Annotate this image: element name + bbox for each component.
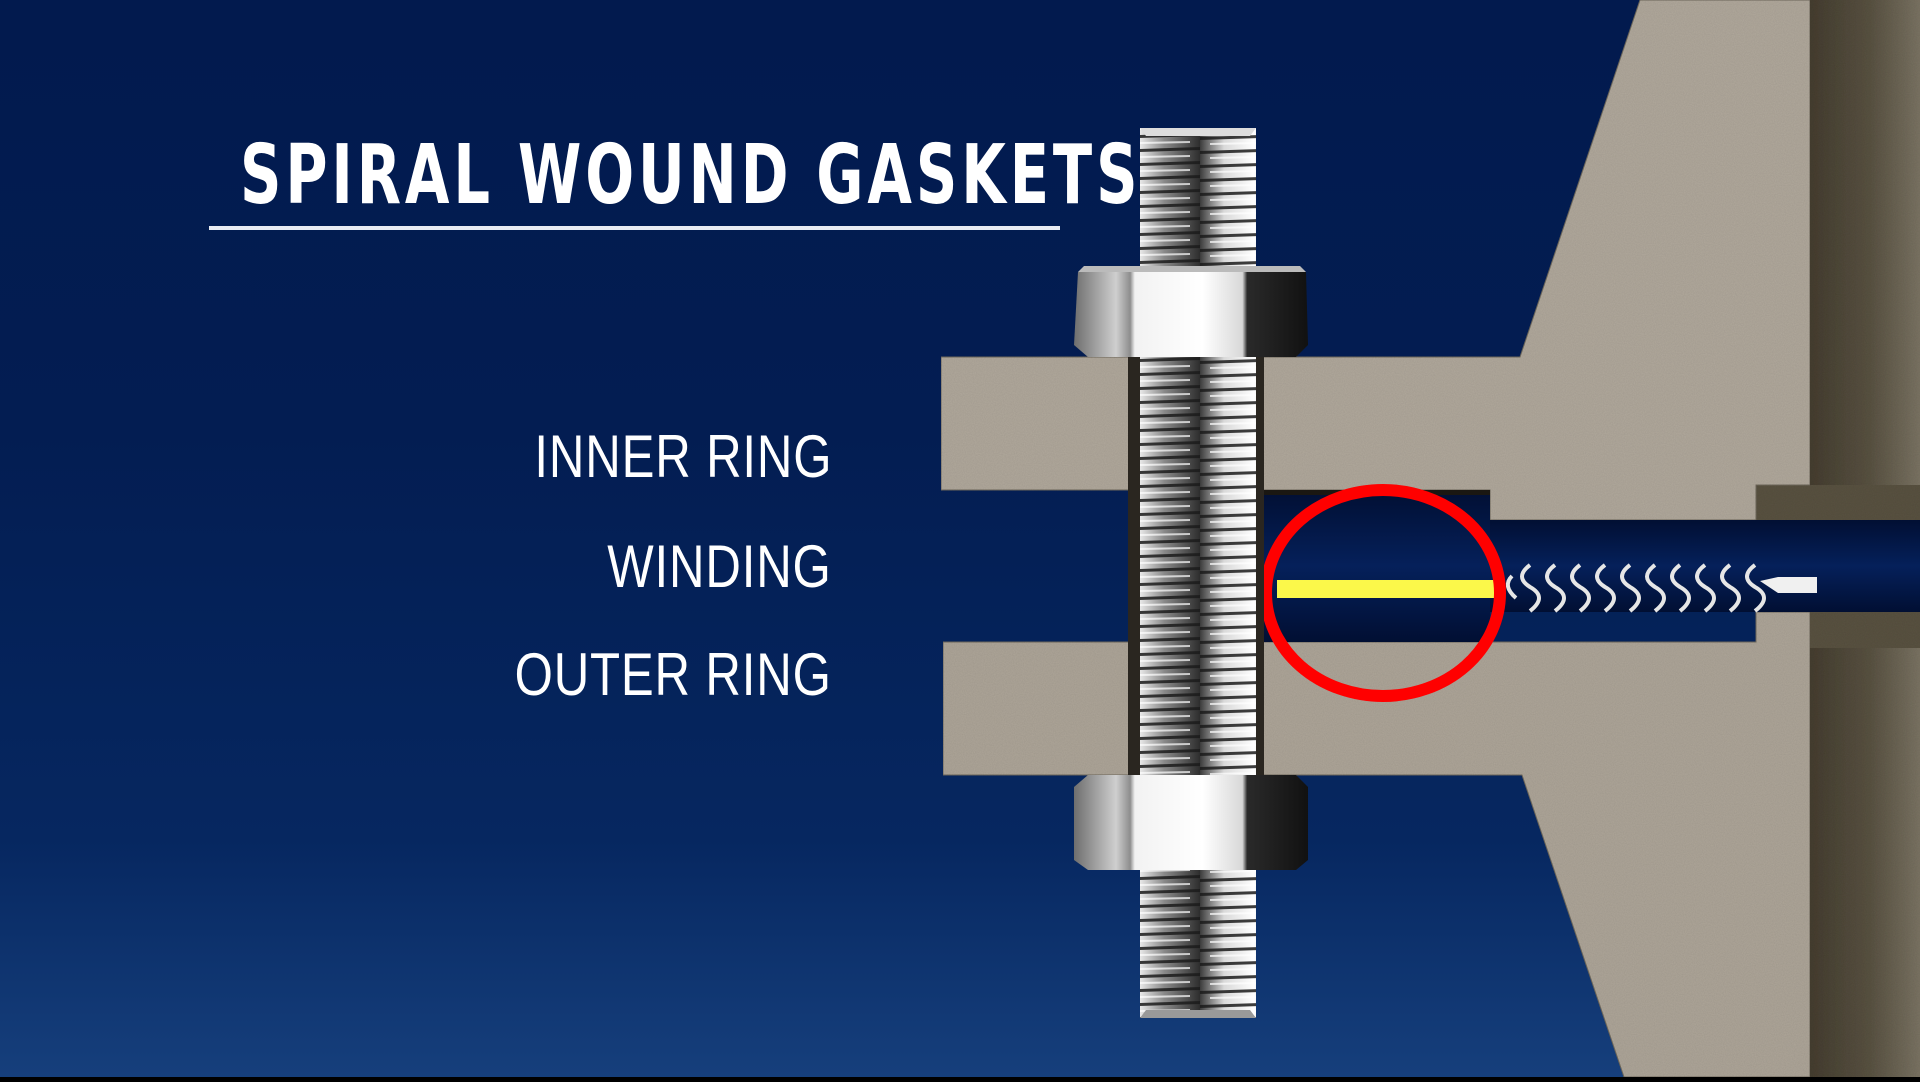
outer-ring-bar <box>1760 577 1817 593</box>
upper-flange <box>940 0 1811 521</box>
highlight-circle <box>1260 484 1506 702</box>
inner-ring-bar <box>1277 580 1499 598</box>
bottom-nut <box>1074 775 1308 870</box>
top-nut <box>1074 266 1308 357</box>
label-outer-ring: OUTER RING <box>514 641 832 708</box>
bottom-letterbox <box>0 1077 1920 1082</box>
lower-flange <box>942 611 1811 1077</box>
title-underline <box>209 226 1060 230</box>
label-winding: WINDING <box>607 533 832 600</box>
bolt <box>1128 128 1264 1018</box>
page-title: SPIRAL WOUND GASKETS <box>240 128 1142 223</box>
winding-spiral <box>1505 563 1766 613</box>
label-inner-ring: INNER RING <box>534 423 832 490</box>
